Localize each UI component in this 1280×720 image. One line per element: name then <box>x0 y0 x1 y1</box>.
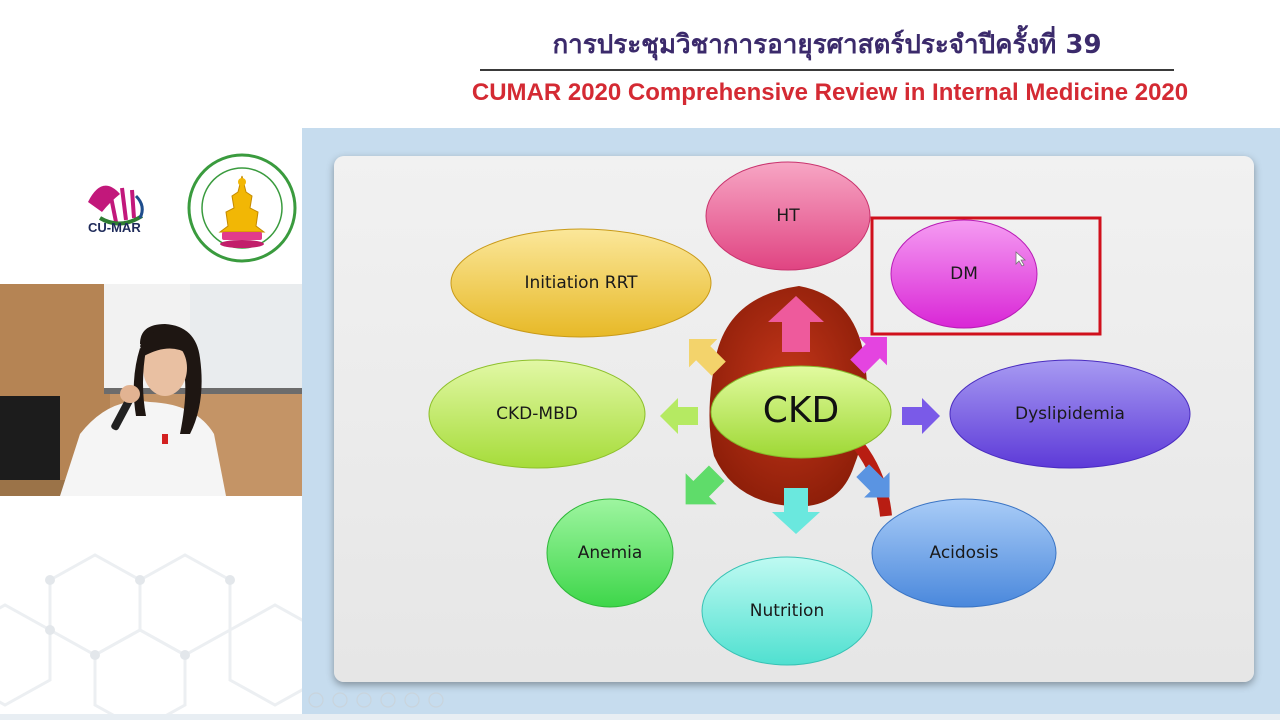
node-dm: DM <box>890 219 1038 329</box>
node-ht: HT <box>705 161 871 271</box>
node-ckd-mbd: CKD-MBD <box>428 359 646 469</box>
arrow-down <box>772 488 820 534</box>
node-acidosis-label: Acidosis <box>929 543 998 563</box>
node-nutrition-label: Nutrition <box>750 601 824 621</box>
node-dyslipidemia: Dyslipidemia <box>949 359 1191 469</box>
arrow-down-left <box>685 465 725 505</box>
conference-title-english: CUMAR 2020 Comprehensive Review in Inter… <box>471 79 1189 106</box>
cumar-logo <box>88 185 144 226</box>
node-acidosis: Acidosis <box>871 498 1057 608</box>
mouse-cursor-icon <box>1015 251 1027 267</box>
arrow-down-right <box>856 464 890 498</box>
ckd-diagram: HT DM Initiation RRT CKD-MBD Dyslipidemi… <box>428 161 1191 666</box>
dm-highlight-box <box>870 216 1102 336</box>
slide-player-controls <box>308 692 444 708</box>
speaker-webcam <box>0 284 304 496</box>
arrow-up <box>768 296 824 352</box>
node-initiation-rrt-label: Initiation RRT <box>524 273 638 293</box>
cumar-logo-text: CU-MAR <box>88 220 141 235</box>
arrow-up-left <box>689 339 726 376</box>
conference-title-thai: การประชุมวิชาการอายุรศาสตร์ประจำปีครั้งท… <box>552 30 1102 60</box>
arrow-up-right <box>850 337 887 374</box>
node-initiation-rrt: Initiation RRT <box>450 228 712 338</box>
bottom-strip <box>0 714 1280 720</box>
hexagon-pattern <box>0 553 304 720</box>
node-nutrition: Nutrition <box>701 556 873 666</box>
arrow-right <box>902 398 940 434</box>
title-divider <box>480 69 1174 71</box>
arrow-left <box>660 398 698 434</box>
node-ht-label: HT <box>776 206 800 226</box>
node-anemia: Anemia <box>546 498 674 608</box>
node-anemia-label: Anemia <box>578 543 643 563</box>
center-ckd-label: CKD <box>763 390 839 431</box>
center-ckd: CKD <box>710 365 892 459</box>
node-dyslipidemia-label: Dyslipidemia <box>1015 404 1125 424</box>
faculty-seal <box>187 153 297 263</box>
node-ckd-mbd-label: CKD-MBD <box>496 404 578 424</box>
node-dm-label: DM <box>950 264 978 284</box>
